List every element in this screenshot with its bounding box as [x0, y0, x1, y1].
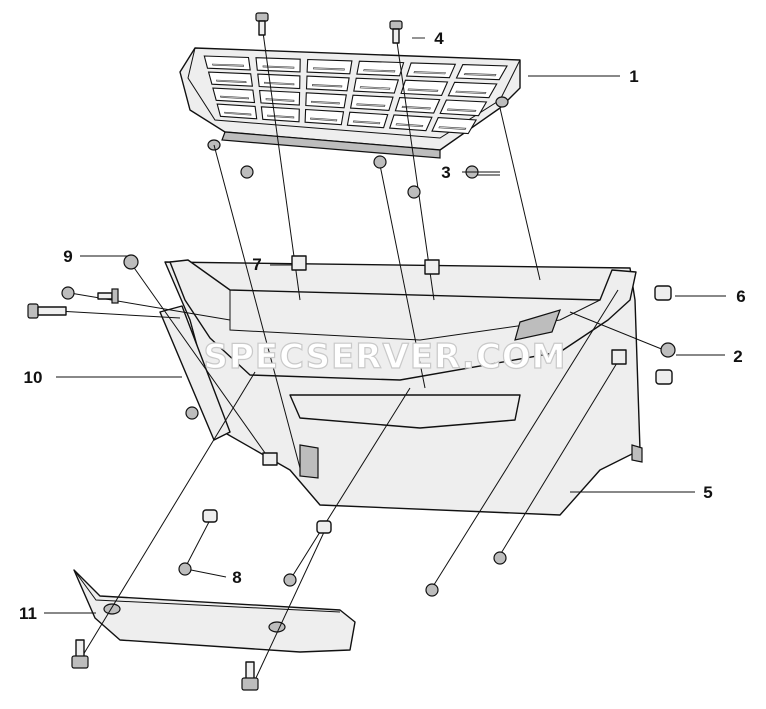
grating-cell-recess	[312, 67, 345, 71]
callout-2: 2	[733, 347, 742, 366]
push-clip-right-icon	[654, 285, 672, 301]
grating-cell	[304, 108, 345, 126]
clip-nut-icon	[611, 349, 627, 365]
grating-cell-recess	[352, 120, 381, 125]
grating-cell	[305, 75, 350, 92]
screw-top-left-icon	[255, 12, 269, 36]
grating-cell-recess	[455, 90, 487, 95]
grating-cell-recess	[395, 123, 424, 128]
grating-cell	[353, 77, 400, 94]
step-tread-grating	[179, 47, 521, 159]
callout-11: 11	[19, 604, 37, 623]
grating-cell	[207, 71, 254, 87]
grating-cell	[439, 99, 488, 117]
callout-1: 1	[629, 67, 638, 86]
grating-cell-recess	[262, 65, 295, 69]
grating-cell	[255, 57, 301, 73]
nut-icon	[407, 185, 421, 199]
push-clip-right-icon	[655, 369, 673, 385]
watermark-text: SPECSERVER.COM	[203, 337, 566, 377]
nut-icon	[283, 573, 297, 587]
grating-cell-recess	[438, 126, 467, 131]
screw-head-icon	[123, 254, 139, 270]
clip-nut-icon	[262, 452, 278, 466]
push-clip-lower-icon	[202, 509, 218, 523]
grating-cell-recess	[407, 88, 439, 92]
grating-cell	[258, 89, 301, 106]
grating-cell	[306, 58, 353, 75]
nut-icon	[425, 583, 439, 597]
clip-nut-icon	[291, 255, 307, 271]
nut-icon	[185, 406, 199, 420]
grating-cell-recess	[212, 63, 245, 67]
grating-cell	[400, 79, 449, 96]
callout-6: 6	[736, 287, 745, 306]
bolt-left-icon	[27, 303, 67, 319]
side-bracket	[159, 305, 231, 441]
grating-cell	[349, 94, 394, 111]
grating-cell	[431, 117, 478, 135]
callout-4: 4	[434, 29, 444, 48]
grating-cell	[388, 114, 433, 132]
grating-cell	[203, 55, 251, 71]
pin-icon	[97, 288, 119, 304]
grating-cell	[216, 103, 258, 120]
grating-cell	[305, 92, 347, 109]
grating-cell	[356, 60, 405, 77]
nut-icon	[493, 551, 507, 565]
callout-leaders	[44, 37, 726, 614]
grating-cell-recess	[310, 117, 338, 122]
grating-cell-recess	[311, 84, 343, 88]
grating-cell	[447, 81, 498, 99]
fastener-axis-lines	[39, 24, 665, 681]
side-panel-cover	[164, 259, 643, 516]
grating-cell-recess	[216, 79, 247, 84]
grating-cell-recess	[446, 108, 477, 113]
callout-9: 9	[63, 247, 72, 266]
screw-top-right-icon	[389, 20, 403, 44]
grating-cell	[260, 106, 300, 123]
bolt-bottom-right-icon	[241, 661, 259, 691]
grating-cell	[257, 73, 301, 90]
bolt-bottom-left-icon	[71, 639, 89, 669]
grating-cell-recess	[413, 71, 446, 75]
grating-cell	[212, 87, 256, 104]
lower-trim-panel	[73, 569, 356, 653]
grating-cell-recess	[359, 86, 391, 90]
grating-cell	[394, 97, 441, 114]
grating-cell	[455, 64, 508, 81]
grating-cell	[346, 111, 389, 129]
grating-cell-recess	[463, 72, 497, 77]
clip-nut-icon	[424, 259, 440, 275]
callout-7: 7	[252, 255, 261, 274]
nut-icon	[240, 165, 254, 179]
grating-cell	[405, 62, 457, 79]
grating-cell-recess	[311, 100, 340, 105]
grating-cell-recess	[224, 111, 252, 116]
grating-cell-recess	[363, 69, 396, 73]
nut-icon	[178, 562, 192, 576]
callout-5: 5	[703, 483, 712, 502]
callout-numbers: 1 2 3 4 5 6 7 8 9 10 11	[19, 29, 746, 623]
grating-cell-recess	[356, 103, 386, 107]
push-clip-lower-icon	[316, 520, 332, 534]
bolt-head-icon	[660, 342, 676, 358]
grating-cell-recess	[265, 98, 295, 102]
grating-cell-recess	[401, 105, 431, 110]
nut-icon	[373, 155, 387, 169]
callout-3: 3	[441, 163, 450, 182]
grating-cell-recess	[264, 81, 295, 86]
washer-icon	[61, 286, 75, 300]
grating-cell-recess	[219, 95, 250, 100]
callout-8: 8	[232, 568, 241, 587]
callout-10: 10	[24, 368, 43, 387]
